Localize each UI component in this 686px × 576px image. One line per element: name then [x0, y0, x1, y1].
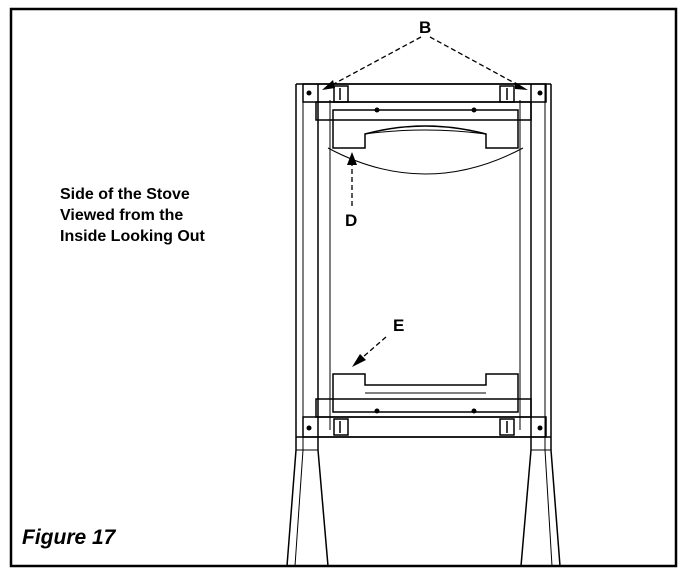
leader-b-right: [429, 36, 521, 87]
callout-arrowheads: [322, 80, 528, 367]
callout-e: E: [393, 316, 404, 335]
right-post: [550, 84, 561, 567]
callout-b: B: [419, 18, 431, 37]
left-post: [286, 84, 297, 567]
leader-e: [362, 336, 387, 358]
fastener-top-left: [333, 85, 349, 103]
bolt-holes: [306, 90, 543, 431]
bottom-rail: [315, 398, 532, 418]
fastener-bottom-right: [499, 418, 515, 436]
fastener-top-right: [499, 85, 515, 103]
fastener-bottom-left: [333, 418, 349, 436]
top-bracket: [332, 109, 519, 149]
figure-label: Figure 17: [22, 526, 116, 549]
leader-b-left: [329, 36, 422, 87]
bottom-bracket: [332, 373, 519, 413]
stove-frame-drawing: [286, 83, 561, 567]
side-caption: Side of the Stove Viewed from the Inside…: [60, 186, 205, 245]
callout-d: D: [345, 211, 357, 230]
figure-border: [9, 7, 678, 568]
callout-leaders: [329, 36, 521, 358]
